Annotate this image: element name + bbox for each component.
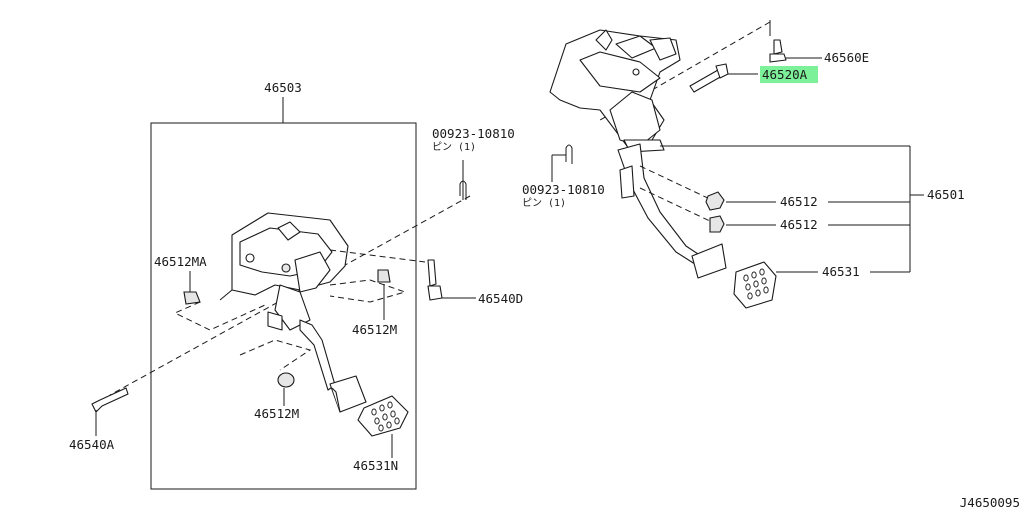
pedal-pad-46531N: 46531N bbox=[353, 395, 409, 473]
pedal-pad-46531: 46531 bbox=[733, 261, 860, 309]
pin-left-sub: ピン (1) bbox=[432, 141, 476, 153]
bumper-46512M-lower: 46512M bbox=[239, 339, 312, 421]
label-46512M-a[interactable]: 46512M bbox=[352, 322, 397, 337]
label-46531N[interactable]: 46531N bbox=[353, 458, 398, 473]
left-pedal-bracket bbox=[219, 212, 349, 331]
bolt-46520A: 46520A bbox=[689, 63, 818, 93]
right-pedal-arm bbox=[617, 143, 727, 279]
pin-right-sub: ピン (1) bbox=[522, 197, 566, 209]
kit-box-46503: 46503 bbox=[150, 80, 417, 490]
callout-46501: 46501 bbox=[660, 145, 965, 273]
bumper-46512MA: 46512MA bbox=[154, 254, 266, 331]
nut-46560E: 46560E bbox=[769, 20, 869, 65]
label-46540A[interactable]: 46540A bbox=[69, 437, 115, 452]
diagram-code: J4650095 bbox=[960, 495, 1020, 510]
label-46560E[interactable]: 46560E bbox=[824, 50, 869, 65]
label-46512M-b[interactable]: 46512M bbox=[254, 406, 299, 421]
bolt-46540A: 46540A bbox=[69, 387, 129, 452]
pin-left: 00923-10810 ピン (1) bbox=[432, 126, 515, 200]
label-46520A[interactable]: 46520A bbox=[762, 67, 808, 82]
pin-left-code[interactable]: 00923-10810 bbox=[432, 126, 515, 141]
bumper-46512-lower: 46512 bbox=[639, 187, 818, 233]
label-46512MA[interactable]: 46512MA bbox=[154, 254, 207, 269]
right-pedal-bracket bbox=[549, 29, 681, 164]
label-46540D[interactable]: 46540D bbox=[478, 291, 523, 306]
bolt-46540D: 46540D bbox=[329, 249, 523, 306]
bumper-46512M-upper: 46512M bbox=[329, 269, 407, 337]
bumper-46512-upper: 46512 bbox=[639, 165, 818, 211]
label-46531[interactable]: 46531 bbox=[822, 264, 860, 279]
kit-label-46503[interactable]: 46503 bbox=[264, 80, 302, 95]
label-46512-a[interactable]: 46512 bbox=[780, 194, 818, 209]
highlight-46520A bbox=[760, 66, 818, 83]
pin-right-code[interactable]: 00923-10810 bbox=[522, 182, 605, 197]
label-46501[interactable]: 46501 bbox=[927, 187, 965, 202]
pin-right: 00923-10810 ピン (1) bbox=[522, 144, 605, 209]
label-46512-b[interactable]: 46512 bbox=[780, 217, 818, 232]
left-pedal-arm bbox=[267, 311, 367, 413]
